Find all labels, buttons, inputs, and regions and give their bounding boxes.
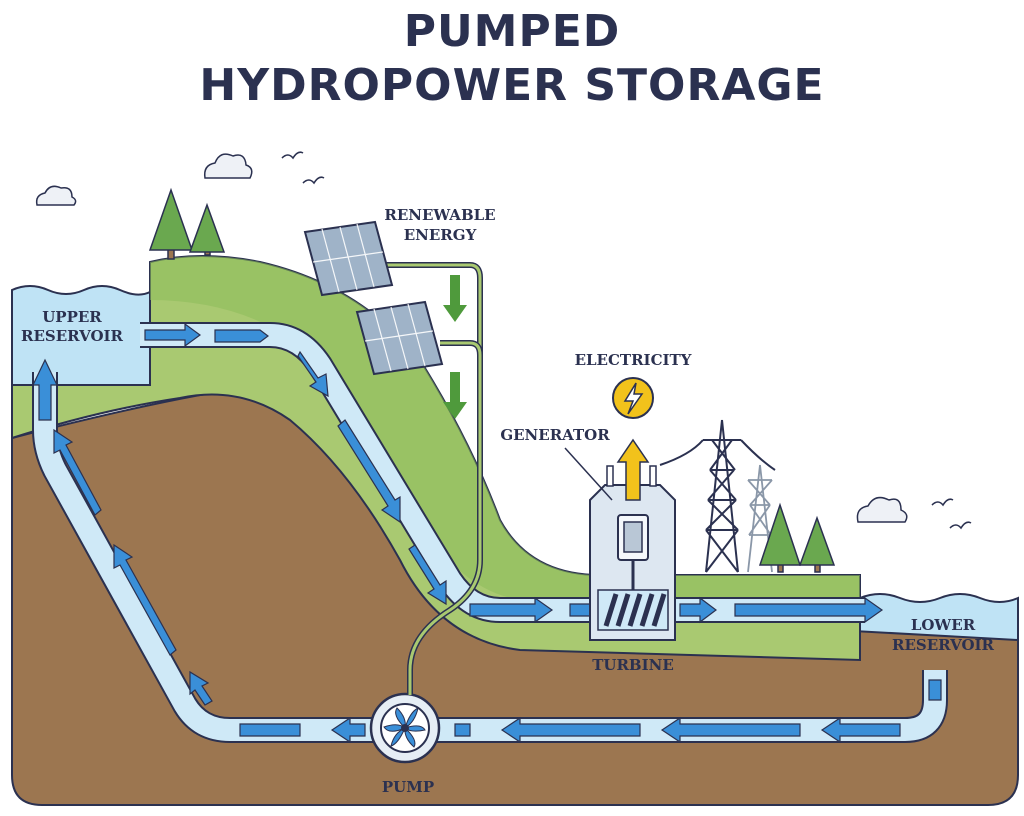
clouds [35, 153, 908, 523]
trees-hilltop [148, 187, 226, 260]
solar-panel-2 [355, 300, 444, 376]
title-line-2: HYDROPOWER STORAGE [199, 60, 825, 111]
transmission-tower-small [747, 464, 773, 573]
label-turbine: TURBINE [592, 656, 674, 674]
green-arrows [443, 275, 467, 419]
pump [369, 692, 441, 764]
turbine-blades [597, 589, 669, 631]
label-renewable-line2: ENERGY [404, 226, 477, 244]
transmission-tower-large [659, 419, 776, 573]
powerhouse [564, 447, 676, 641]
birds [281, 151, 972, 530]
darker-grass-slope [150, 256, 860, 600]
label-lower-reservoir-line1: LOWER [911, 616, 976, 634]
electricity-output [612, 377, 654, 501]
trees-right [758, 502, 836, 573]
label-upper-reservoir-line2: RESERVOIR [21, 327, 124, 345]
flow-arrows-up [32, 358, 942, 744]
flow-arrows-down [144, 322, 884, 624]
upper-reservoir-water [11, 285, 151, 386]
label-lower-reservoir-line2: RESERVOIR [892, 636, 995, 654]
generator-pointer [564, 447, 613, 501]
label-upper-reservoir-line1: UPPER [42, 308, 102, 326]
label-electricity: ELECTRICITY [575, 351, 692, 369]
label-renewable-line1: RENEWABLE [384, 206, 495, 224]
label-generator: GENERATOR [500, 426, 610, 444]
solar-panel-1 [303, 220, 394, 297]
label-pump: PUMP [382, 778, 434, 796]
title-line-1: PUMPED [403, 6, 621, 57]
